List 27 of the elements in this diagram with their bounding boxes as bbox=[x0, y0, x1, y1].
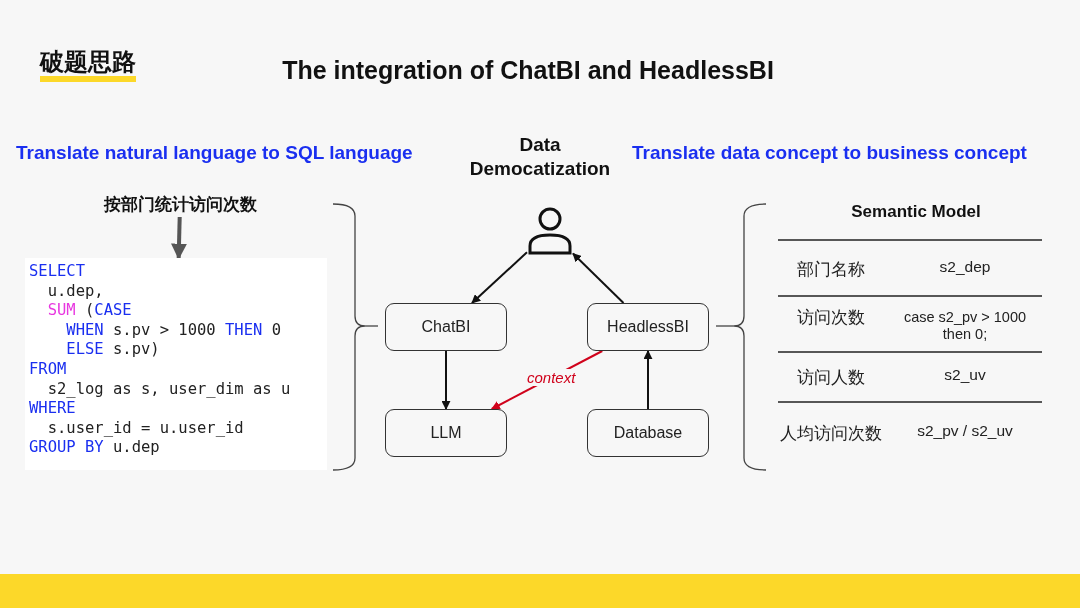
table-cell-text: 人均访问次数 bbox=[779, 423, 883, 445]
process-box: ChatBI bbox=[385, 303, 507, 351]
table-cell-text: 访问次数 bbox=[796, 307, 866, 329]
question-text: 按部门统计访问次数 bbox=[30, 193, 330, 217]
table-cell-text: 访问人数 bbox=[796, 367, 866, 389]
process-box: LLM bbox=[385, 409, 507, 457]
table-cell-text: case s2_pv > 1000 then 0; bbox=[902, 309, 1028, 343]
person-icon bbox=[527, 206, 573, 256]
table-heading: Semantic Model bbox=[850, 202, 982, 222]
arrow bbox=[572, 252, 625, 304]
table-cell-text: 部门名称 bbox=[796, 259, 866, 281]
table-cell-text: s2_pv / s2_uv bbox=[916, 422, 1014, 440]
arrow bbox=[471, 251, 528, 304]
code-block: SELECT u.dep, SUM (CASE WHEN s.pv > 1000 THEN 0 ELSE s.pv) FROM s2_log as s, user_dim as u WHERE s.user_id = u.user_id GROUP BY u.dep bbox=[25, 258, 327, 470]
table-cell-text: s2_dep bbox=[938, 258, 992, 276]
slide-title: The integration of ChatBI and HeadlessBI bbox=[281, 56, 775, 85]
arrow bbox=[171, 216, 188, 260]
process-box: Database bbox=[587, 409, 709, 457]
heading: Translate data concept to business concept bbox=[632, 142, 1027, 164]
edge-label: context bbox=[525, 369, 578, 386]
heading: Translate natural language to SQL language bbox=[16, 142, 413, 164]
section-tag: 破题思路 bbox=[40, 48, 136, 82]
arrow bbox=[441, 350, 451, 410]
heading: Data Democatization bbox=[468, 133, 612, 181]
process-box: HeadlessBI bbox=[587, 303, 709, 351]
table-cell-text: s2_uv bbox=[943, 366, 987, 384]
arrow bbox=[643, 350, 653, 410]
